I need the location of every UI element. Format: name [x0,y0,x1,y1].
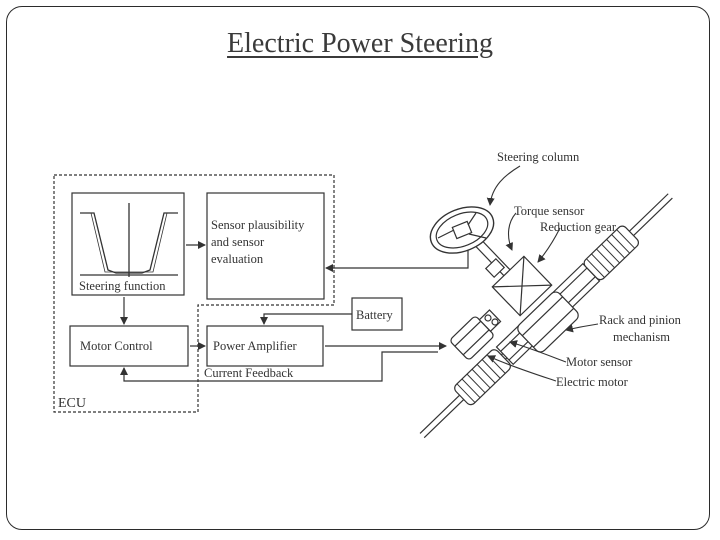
motor-control-box [69,325,189,367]
power-amplifier-label: Power Amplifier [213,339,298,353]
mechanical-assembly [419,193,673,439]
callout-leaders [486,165,599,382]
motor-sensor-label: Motor sensor [566,355,633,369]
steering-function-label: Steering function [79,279,166,293]
signal-lines [120,241,469,382]
motor-control-label: Motor Control [80,339,153,353]
sensor-label-line2: and sensor [211,235,265,249]
slide-title: Electric Power Steering [227,28,493,59]
reduction-gear-label: Reduction gear [540,220,617,234]
sensor-label-line1: Sensor plausibility [211,218,305,232]
steering-column-label: Steering column [497,150,580,164]
slide-frame [6,6,710,530]
rack-pinion-label-line1: Rack and pinion [599,313,682,327]
steering-function-box [71,192,185,296]
ecu-boundary [53,174,335,413]
power-amplifier-box [206,325,324,367]
current-feedback-label: Current Feedback [204,366,294,380]
sensor-evaluation-box [206,192,325,300]
battery-label: Battery [356,308,394,322]
ecu-label: ECU [58,396,86,411]
rack-pinion-label-line2: mechanism [613,330,670,344]
electric-motor-label: Electric motor [556,375,629,389]
steering-function-graph [80,203,178,277]
sensor-label-line3: evaluation [211,252,264,266]
torque-sensor-label: Torque sensor [514,204,585,218]
